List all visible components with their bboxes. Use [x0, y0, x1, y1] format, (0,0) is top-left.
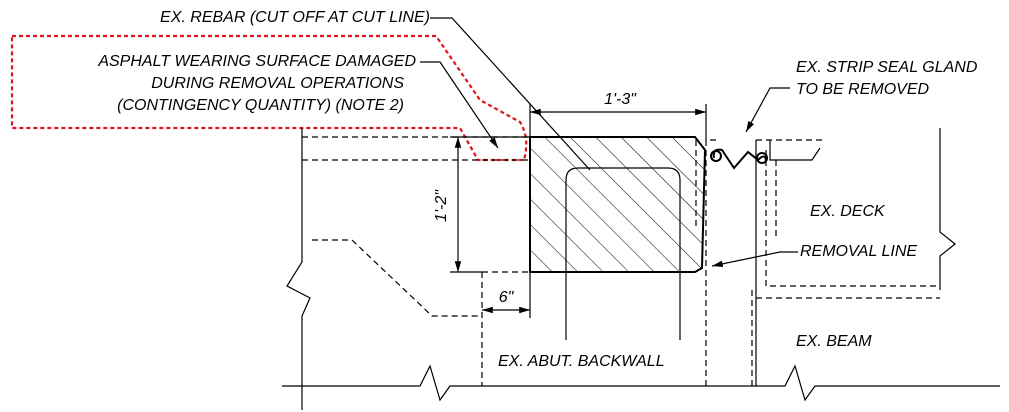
- removal-area: [529, 136, 707, 273]
- leader-rebar: [430, 17, 591, 171]
- deck-outline: [939, 128, 956, 290]
- strip-seal-right-bulb: [756, 152, 768, 164]
- label-deck: EX. DECK: [810, 203, 886, 220]
- dim-width-label: 1'-3": [604, 91, 637, 108]
- leader-strip-seal: [745, 87, 790, 133]
- ground-line: [282, 364, 1000, 402]
- dim-height-label: 1'-2": [433, 189, 450, 222]
- label-removal-line: REMOVAL LINE: [800, 243, 917, 260]
- revision-cloud: [10, 34, 528, 162]
- dim-offset-label: 6": [499, 289, 515, 306]
- deck-dashed: [756, 139, 940, 287]
- leader-asphalt: [420, 61, 499, 149]
- label-rebar: EX. REBAR (CUT OFF AT CUT LINE): [160, 9, 430, 26]
- label-beam: EX. BEAM: [796, 333, 872, 350]
- leader-removal-line: [711, 251, 798, 267]
- label-strip-seal-1: EX. STRIP SEAL GLAND: [796, 59, 978, 76]
- beam-dashed: [751, 290, 940, 386]
- strip-seal-left-bulb: [710, 150, 722, 162]
- strip-seal-gland-icon: [712, 148, 767, 170]
- label-asphalt-1: ASPHALT WEARING SURFACE DAMAGED: [97, 53, 416, 70]
- left-wall-line: [286, 128, 311, 410]
- label-backwall: EX. ABUT. BACKWALL: [498, 353, 665, 370]
- sleeper-slab-dashed: [312, 239, 482, 317]
- label-strip-seal-2: TO BE REMOVED: [796, 81, 930, 98]
- rebar-outline: [565, 167, 681, 340]
- deck-joint: [755, 140, 821, 386]
- label-asphalt-2: DURING REMOVAL OPERATIONS: [151, 75, 404, 92]
- label-asphalt-3: (CONTINGENCY QUANTITY) (NOTE 2): [117, 97, 404, 114]
